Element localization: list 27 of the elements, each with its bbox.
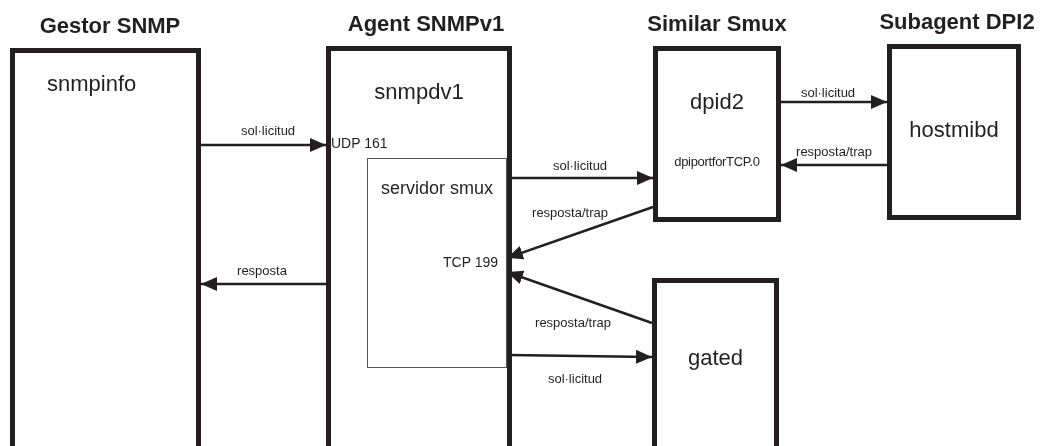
edge-label: resposta bbox=[236, 263, 288, 277]
module-box bbox=[367, 158, 507, 368]
edge-label: resposta/trap bbox=[534, 315, 612, 329]
column-heading: Subagent DPI2 bbox=[878, 11, 1036, 33]
process-name: gated bbox=[686, 347, 745, 369]
edge-label: sol·licitud bbox=[551, 158, 609, 172]
edge-label: sol·licitud bbox=[239, 123, 297, 137]
column-heading: Agent SNMPv1 bbox=[346, 13, 506, 35]
arrow bbox=[201, 138, 326, 152]
column-heading: Similar Smux bbox=[646, 13, 788, 35]
port-label: UDP 161 bbox=[331, 136, 388, 150]
edge-label: sol·licitud bbox=[799, 85, 857, 99]
process-name: servidor smux bbox=[380, 179, 494, 197]
arrow bbox=[781, 95, 887, 109]
column-heading: Gestor SNMP bbox=[38, 15, 182, 37]
port-label: TCP 199 bbox=[442, 255, 498, 269]
edge-label: resposta/trap bbox=[531, 205, 609, 219]
edge-label: resposta/trap bbox=[795, 144, 873, 158]
process-name: hostmibd bbox=[908, 119, 1000, 141]
arrow bbox=[201, 277, 326, 291]
process-name: snmpdv1 bbox=[373, 81, 465, 103]
process-box bbox=[652, 278, 779, 446]
process-name: dpid2 bbox=[689, 91, 745, 113]
port-label: dpiportforTCP.0 bbox=[673, 155, 761, 168]
process-name: snmpinfo bbox=[47, 73, 137, 95]
arrow bbox=[781, 158, 887, 172]
edge-label: sol·licitud bbox=[546, 371, 604, 385]
